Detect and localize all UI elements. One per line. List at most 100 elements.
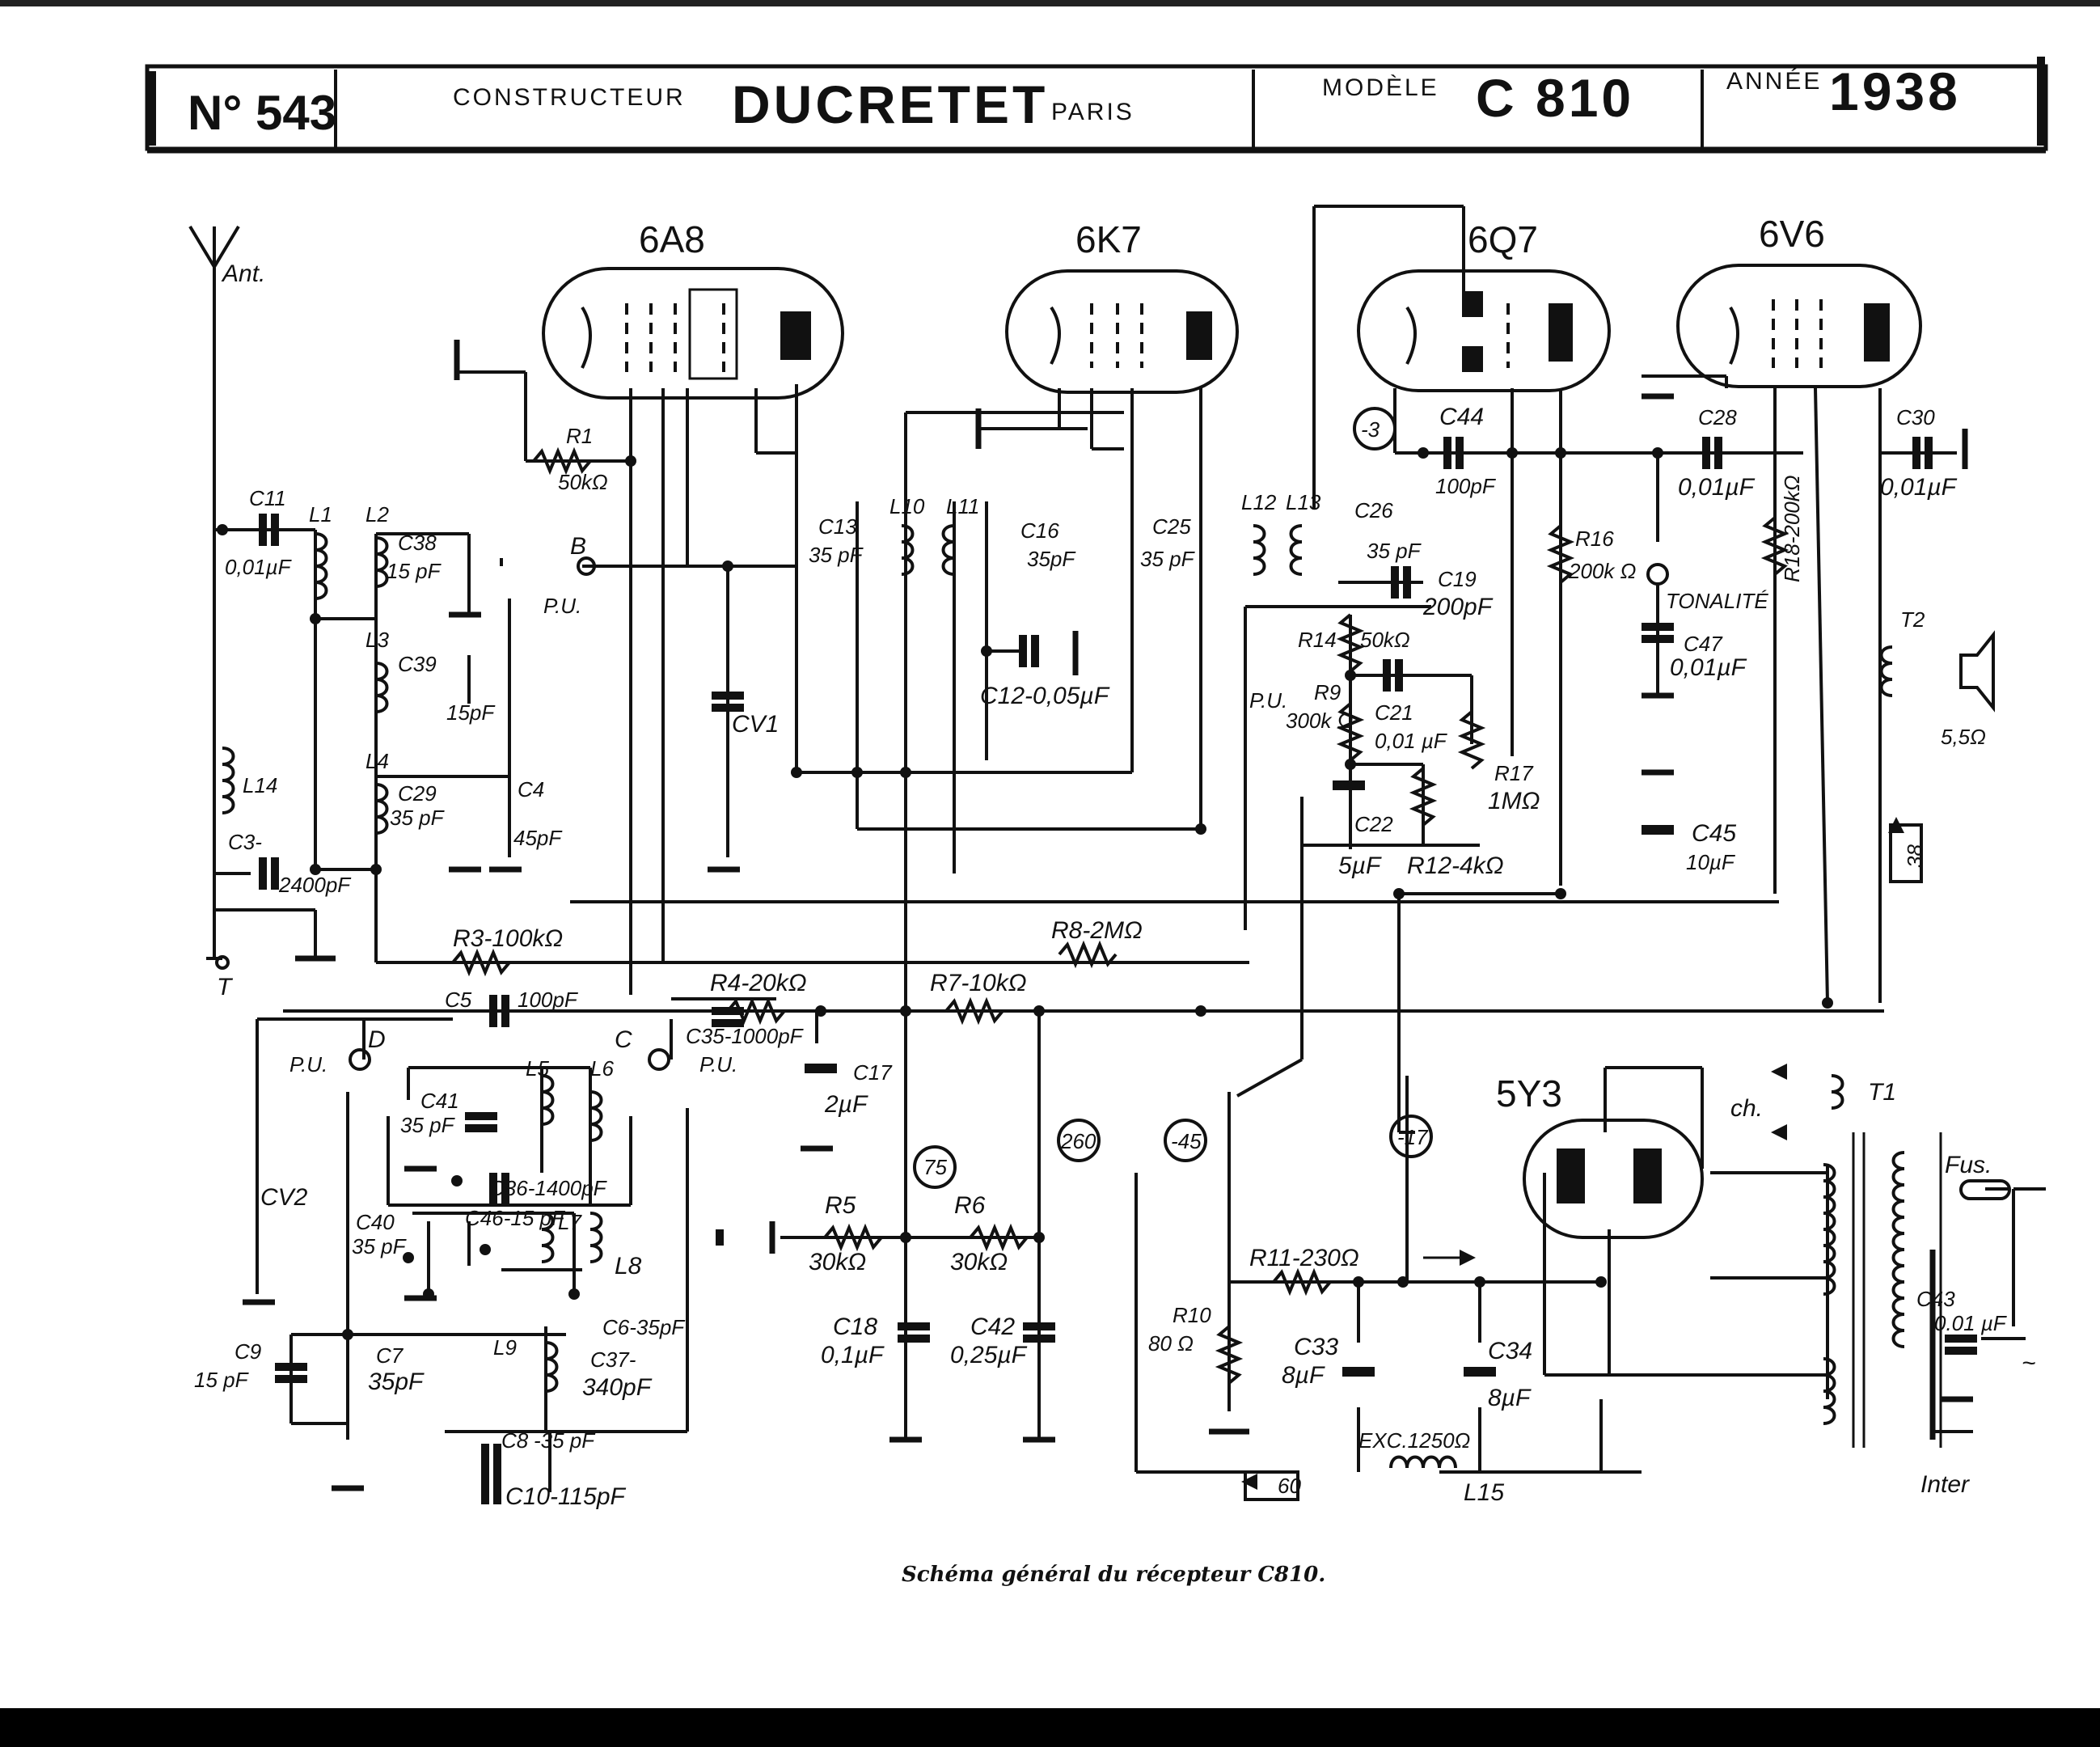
label-c21: C21 (1375, 700, 1413, 725)
label-r14: R14 (1298, 628, 1337, 652)
label-c22: C22 (1354, 812, 1393, 836)
label-ref38: 38 (1903, 844, 1927, 868)
label-antenna: Ant. (221, 260, 265, 287)
label-c26: C26 (1354, 498, 1393, 522)
label-v-m3: -3 (1361, 417, 1380, 442)
label-r8: R8-2MΩ (1051, 917, 1143, 944)
label-c29-val: 35 pF (390, 806, 446, 830)
label-l11: L11 (946, 494, 979, 518)
label-c45-val: 10µF (1686, 850, 1736, 874)
label-c8-val: -35 pF (534, 1428, 596, 1453)
label-l13: L13 (1286, 490, 1321, 514)
label-r9-val: 300k Ω (1286, 709, 1353, 733)
label-l4: L4 (365, 749, 389, 773)
label-r7: R7-10kΩ (930, 970, 1027, 996)
annee-value: 1938 (1829, 61, 1961, 121)
label-v75: 75 (923, 1155, 947, 1179)
label-c42: C42 (970, 1313, 1015, 1340)
label-r16-val: 200k Ω (1568, 559, 1636, 583)
label-c33: C33 (1294, 1334, 1338, 1360)
label-earth: T (217, 974, 234, 1000)
figure-caption: Schéma général du récepteur C810. (902, 1563, 1325, 1587)
label-r16: R16 (1575, 527, 1614, 551)
label-b: B (570, 533, 586, 560)
label-exc: EXC.1250Ω (1358, 1428, 1470, 1453)
label-c35: C35-1000pF (686, 1024, 805, 1048)
label-ac: ~ (2022, 1350, 2036, 1377)
label-cv2: CV2 (260, 1184, 308, 1211)
label-c6: C6-35pF (602, 1315, 686, 1339)
tube-6v6-label: 6V6 (1759, 213, 1825, 255)
label-l9: L9 (493, 1335, 517, 1360)
label-r11: R11-230Ω (1249, 1245, 1359, 1271)
label-c43-val: 0.01 µF (1934, 1311, 2008, 1335)
tube-6a8: 6A8 (542, 218, 844, 400)
label-r12: R12-4kΩ (1407, 852, 1504, 879)
label-c34: C34 (1488, 1338, 1532, 1364)
label-c25-val: 35 pF (1140, 547, 1196, 571)
label-c47: C47 (1684, 632, 1723, 656)
label-fus: Fus. (1945, 1152, 1992, 1178)
label-c-switch: C (615, 1026, 632, 1053)
label-pu-4: P.U. (699, 1052, 737, 1077)
label-c3-val: 2400pF (278, 873, 352, 897)
label-r6: R6 (954, 1192, 986, 1219)
label-c44: C44 (1439, 404, 1484, 430)
label-c29: C29 (398, 781, 437, 806)
label-c9-val: 15 pF (194, 1368, 250, 1392)
label-c40: C40 (356, 1210, 395, 1234)
label-r3: R3-100kΩ (453, 925, 563, 952)
label-l15: L15 (1464, 1479, 1504, 1506)
label-c44-val: 100pF (1435, 474, 1497, 498)
label-c25: C25 (1152, 514, 1191, 539)
label-c28-val: 0,01µF (1678, 474, 1756, 501)
modele-label: MODÈLE (1322, 74, 1439, 101)
label-v260: 260 (1060, 1129, 1096, 1153)
label-l8: L8 (615, 1253, 642, 1280)
annee-label: ANNÉE (1726, 68, 1822, 95)
label-c12: C12-0,05µF (980, 683, 1110, 709)
label-r4: R4-20kΩ (710, 970, 807, 996)
tube-6k7: 6K7 (1005, 218, 1239, 394)
label-c11-val: 0,01µF (225, 555, 293, 579)
tube-5y3: 5Y3 (1496, 1072, 1704, 1239)
label-c7: C7 (376, 1343, 404, 1368)
label-r10-val: 80 Ω (1148, 1331, 1194, 1356)
label-c18: C18 (833, 1313, 877, 1340)
label-c40-val: 35 pF (352, 1234, 408, 1258)
label-c13-val: 35 pF (809, 543, 864, 567)
label-tonalite: TONALITÉ (1666, 589, 1768, 613)
label-d: D (368, 1026, 386, 1053)
label-c45: C45 (1692, 820, 1736, 847)
components (222, 340, 2011, 1504)
label-c19: C19 (1438, 567, 1477, 591)
label-ch: ch. (1730, 1095, 1763, 1122)
label-c37: C37- (590, 1347, 636, 1372)
label-c46: C46-15 pF (465, 1206, 566, 1230)
constructeur-label: CONSTRUCTEUR (453, 84, 686, 111)
label-pu-1: P.U. (543, 594, 581, 618)
label-c30: C30 (1896, 405, 1935, 429)
label-ref60: 60 (1278, 1474, 1301, 1498)
label-c36: C36-1400pF (489, 1176, 608, 1200)
label-r17-val: 1MΩ (1488, 788, 1540, 814)
label-r1: R1 (566, 424, 593, 448)
label-vm45: -45 (1171, 1129, 1202, 1153)
label-c41: C41 (420, 1089, 459, 1113)
junction-dots (217, 447, 1833, 1340)
label-r1-val: 50kΩ (558, 470, 608, 494)
label-c39-val: 15pF (446, 700, 496, 725)
label-pu-2: P.U. (1249, 688, 1287, 713)
label-r6-val: 30kΩ (950, 1249, 1008, 1275)
label-spk: 5,5Ω (1941, 725, 1986, 749)
label-c17: C17 (853, 1060, 893, 1085)
label-l12: L12 (1241, 490, 1277, 514)
label-r10: R10 (1173, 1303, 1211, 1327)
city: PARIS (1051, 99, 1135, 125)
component-labels: Ant. T C11 0,01µF L1 L2 L3 L4 C38 15 pF … (194, 260, 2036, 1510)
label-c4: C4 (518, 777, 544, 802)
tube-6q7-label: 6Q7 (1468, 218, 1538, 260)
label-r17: R17 (1494, 761, 1534, 785)
label-c37-val: 340pF (582, 1374, 653, 1401)
label-c8: C8 (501, 1428, 529, 1453)
